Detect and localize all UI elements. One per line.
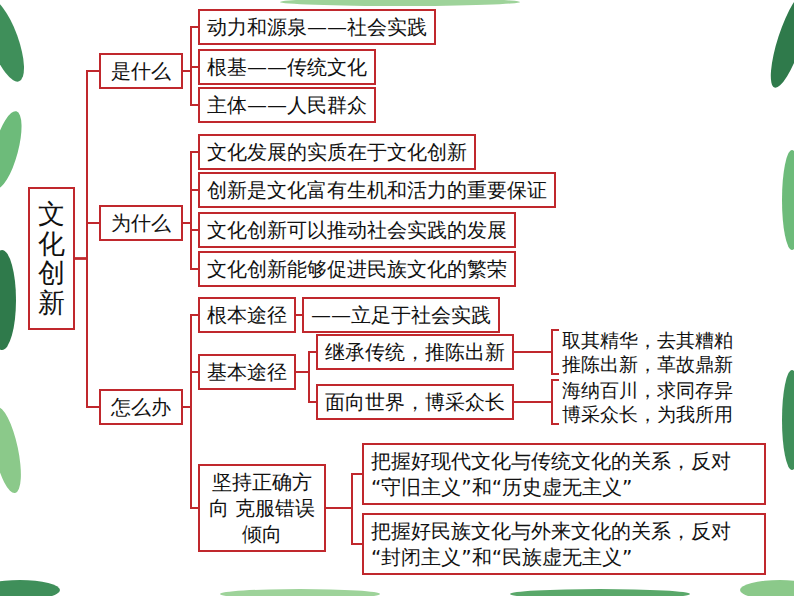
tree-connector [183, 372, 198, 407]
node-text: 文化创新能够促进民族文化的繁荣 [207, 256, 507, 282]
leaf-box: 面向世界，博采众长 [316, 384, 514, 420]
node-text: 动力和源泉——社会实践 [207, 14, 427, 40]
node-text: 为什么 [108, 210, 174, 236]
node-text: 创新是文化富有生机和活力的重要保证 [207, 177, 547, 203]
node-text: 把握好现代文化与传统文化的关系，反对“守旧主义”和“历史虚无主义” [371, 448, 757, 500]
tree-connector [183, 315, 198, 407]
node-text: 文化发展的实质在于文化创新 [207, 139, 467, 165]
tree-connector [75, 71, 99, 258]
leaf-box: 文化发展的实质在于文化创新 [198, 134, 476, 170]
tree-connector [296, 352, 316, 372]
note-bracket [552, 330, 559, 374]
leaf-box: ——立足于社会实践 [302, 297, 500, 333]
node-text: 怎么办 [108, 394, 174, 420]
sub-box: 根本途径 [198, 297, 296, 333]
tree-connector [183, 223, 198, 269]
leaf-box: 创新是文化富有生机和活力的重要保证 [198, 172, 556, 208]
tree-connector [183, 407, 198, 508]
node-text: 主体——人民群众 [207, 92, 367, 118]
leaf-box: 文化创新可以推动社会实践的发展 [198, 212, 516, 248]
leaf-box: 把握好民族文化与外来文化的关系，反对“封闭主义”和“民族虚无主义” [362, 513, 766, 575]
tree-connector [183, 190, 198, 223]
leaf-box: 文化创新能够促进民族文化的繁荣 [198, 251, 516, 287]
branch-box: 是什么 [99, 53, 183, 89]
topic-box: 文化创新 [28, 187, 75, 330]
tree-connector [326, 508, 362, 544]
tree-connector [75, 258, 99, 407]
note-text: 取其精华，去其糟粕 [562, 328, 733, 352]
node-text: 文化创新可以推动社会实践的发展 [207, 217, 507, 243]
node-text: 是什么 [108, 58, 174, 84]
tree-connector [326, 474, 362, 508]
sub-box: 基本途径 [198, 354, 296, 390]
note-text: 海纳百川，求同存异 [562, 378, 733, 402]
leaf-box: 动力和源泉——社会实践 [198, 9, 436, 45]
node-text: ——立足于社会实践 [311, 302, 491, 328]
tree-connector [296, 372, 316, 402]
node-text: 根本途径 [207, 302, 287, 328]
note-text: 博采众长，为我所用 [562, 402, 733, 426]
node-text: 面向世界，博采众长 [325, 389, 505, 415]
leaf-box: 继承传统，推陈出新 [316, 334, 514, 370]
note-text: 推陈出新，革故鼎新 [562, 352, 733, 376]
tree-connector [183, 27, 198, 71]
sub-box: 坚持正确方向 克服错误倾向 [198, 464, 326, 552]
node-text: 文化创新 [38, 199, 65, 318]
leader-line [514, 401, 552, 403]
leaf-box: 根基——传统文化 [198, 49, 376, 85]
branch-box: 怎么办 [99, 389, 183, 425]
tree-connector [183, 71, 198, 105]
node-text: 坚持正确方向 克服错误倾向 [207, 469, 317, 547]
leaf-box: 主体——人民群众 [198, 87, 376, 123]
tree-connector [75, 223, 99, 258]
node-text: 根基——传统文化 [207, 54, 367, 80]
note-bracket [552, 380, 559, 424]
tree-connector [183, 152, 198, 223]
branch-box: 为什么 [99, 205, 183, 241]
leaf-box: 把握好现代文化与传统文化的关系，反对“守旧主义”和“历史虚无主义” [362, 443, 766, 505]
node-text: 把握好民族文化与外来文化的关系，反对“封闭主义”和“民族虚无主义” [371, 518, 757, 570]
node-text: 继承传统，推陈出新 [325, 339, 505, 365]
leader-line [514, 351, 552, 353]
node-text: 基本途径 [207, 359, 287, 385]
